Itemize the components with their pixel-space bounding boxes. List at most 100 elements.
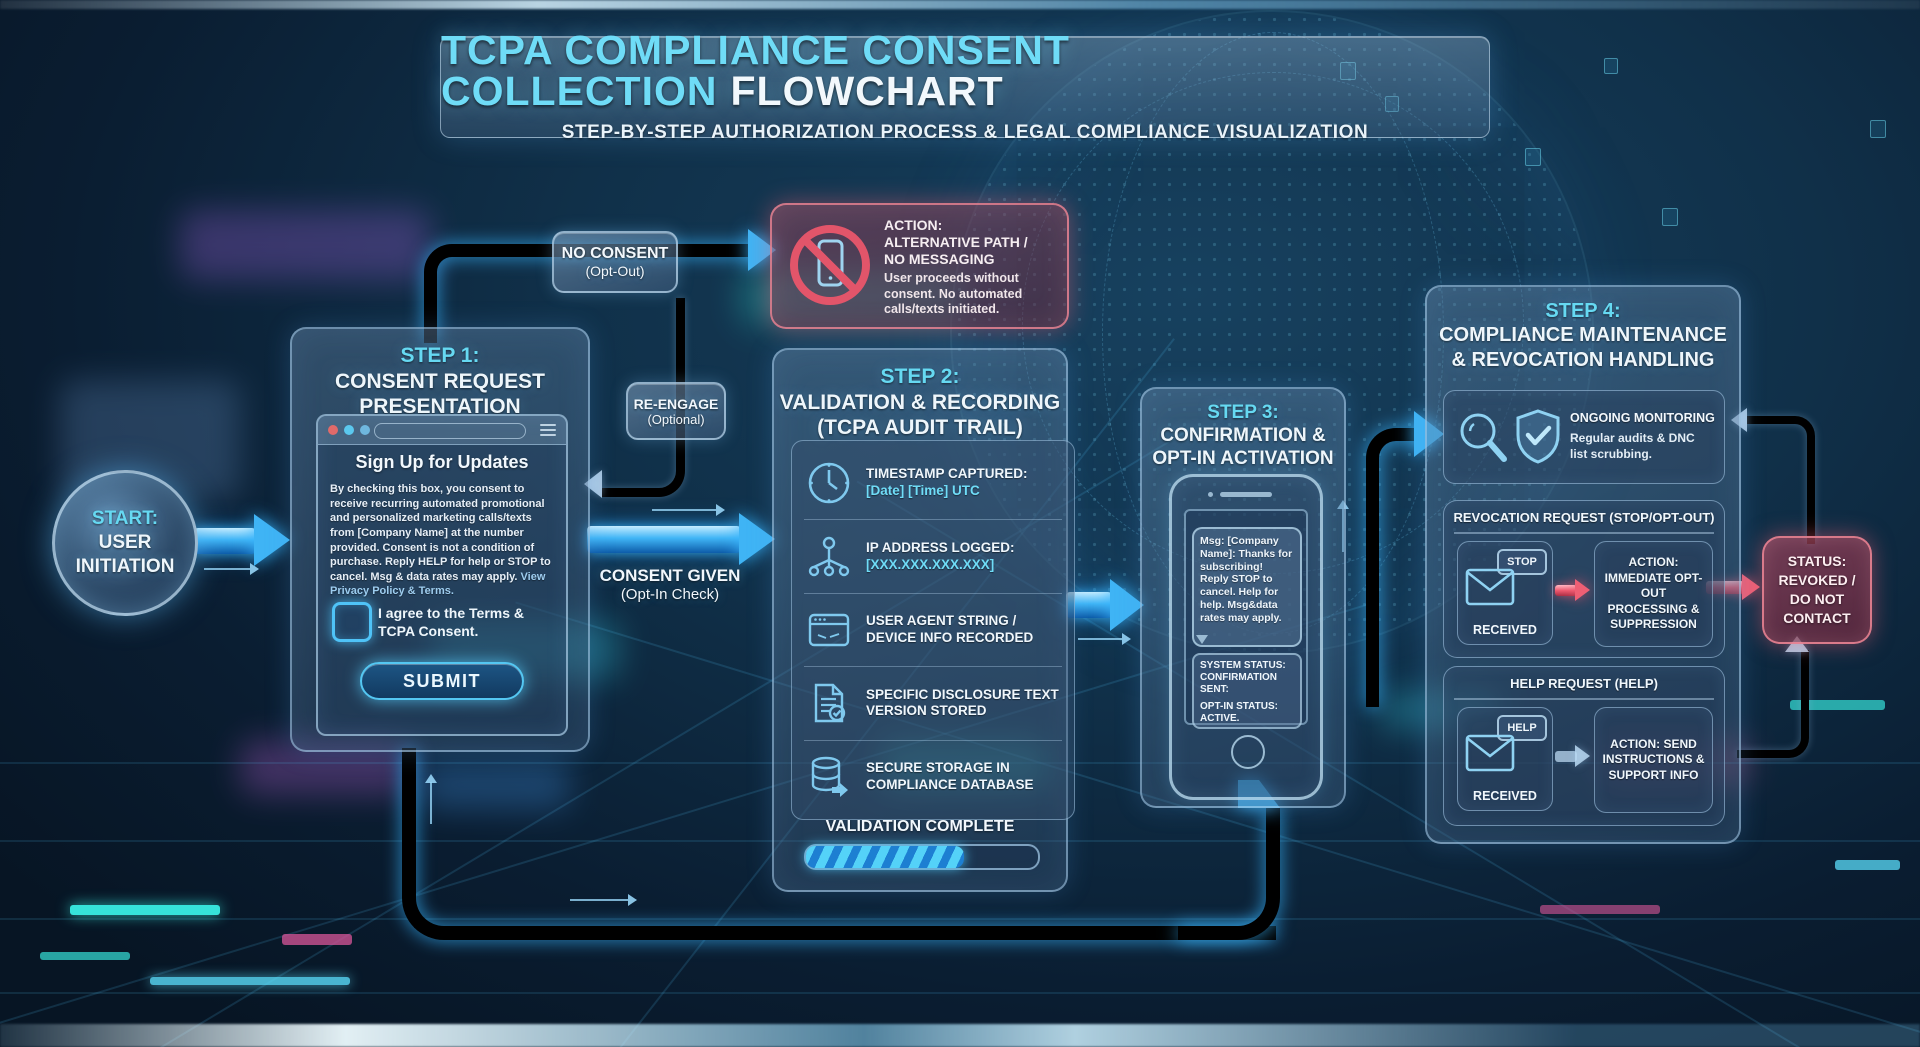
step2-title-line1: STEP 2: [880,365,960,388]
document-check-icon [804,680,854,726]
arrowhead-consent-given [739,513,775,565]
optout-action-text: ACTION: IMMEDIATE OPT-OUT PROCESSING & S… [1604,555,1703,632]
shield-check-icon [1514,408,1562,469]
step3-title-line3: OPT-IN ACTIVATION [1152,448,1334,470]
menu-icon[interactable] [540,424,556,439]
audit-trail-panel: TIMESTAMP CAPTURED:[Date] [Time] UTC IP … [791,440,1075,820]
audit-label-text: TIMESTAMP CAPTURED: [866,466,1028,482]
mini-arrow-line [570,899,628,901]
disclosure-body: By checking this box, you consent to rec… [330,483,551,583]
no-consent-line1: NO CONSENT [561,245,669,262]
status-line2: REVOKED / [1778,572,1856,589]
audit-value-text: [XXX.XXX.XXX.XXX] [866,556,995,572]
step4-title-line2: COMPLIANCE MAINTENANCE [1439,324,1727,347]
status-revoked-box: STATUS: REVOKED / DO NOT CONTACT [1762,536,1872,644]
audit-row-ip: IP ADDRESS LOGGED:[XXX.XXX.XXX.XXX] [804,520,1062,594]
decor-bar [40,952,130,960]
step1-card: STEP 1: CONSENT REQUEST PRESENTATION Sig… [290,327,590,752]
mini-arrow-line [430,782,432,824]
no-consent-action-title: ACTION: ALTERNATIVE PATH / NO MESSAGING [884,217,1056,268]
arrowhead-step2-to-step3 [1110,579,1144,631]
validation-complete-label: VALIDATION COMPLETE [825,818,1015,835]
browser-window-icon [804,607,854,653]
no-consent-action-body: User proceeds without consent. No automa… [884,271,1023,317]
no-consent-badge: NO CONSENT (Opt-Out) [552,231,678,293]
tcpa-consent-checkbox[interactable] [332,602,372,642]
mini-arrowhead [425,774,437,783]
decor-node [1525,148,1541,166]
help-action-text: ACTION: SEND INSTRUCTIONS & SUPPORT INFO [1602,736,1705,782]
step3-title-line2: CONFIRMATION & [1160,425,1326,447]
revocation-section: REVOCATION REQUEST (STOP/OPT-OUT) STOP R… [1443,500,1725,658]
audit-label: SECURE STORAGE IN COMPLIANCE DATABASE [866,759,1034,792]
bottom-light-strip [0,1024,1920,1047]
start-line2: USER [98,532,152,554]
arrow-start-to-step1 [194,528,256,554]
sys-status-line2: CONFIRMATION SENT: [1200,671,1278,695]
no-consent-line2: (Opt-Out) [585,263,645,279]
checkbox-label: I agree to the Terms & TCPA Consent. [378,605,525,640]
url-bar[interactable] [374,423,526,439]
submit-button[interactable]: SUBMIT [360,662,524,700]
help-received-label: RECEIVED [1473,789,1537,803]
decor-bar [150,977,350,985]
monitoring-title: ONGOING MONITORING [1570,411,1715,425]
section-divider [1454,698,1714,700]
step2-title: STEP 2: VALIDATION & RECORDING (TCPA AUD… [774,364,1066,441]
action-title-line1: ACTION: [884,217,943,233]
magnifier-icon [1454,407,1512,472]
mini-arrowhead [716,504,725,516]
arrowhead-bottom-loop-into-step3 [1238,780,1280,808]
audit-label: TIMESTAMP CAPTURED:[Date] [Time] UTC [866,466,1028,500]
phone-camera [1208,492,1213,497]
envelope-icon [1465,568,1515,611]
optin-status-line2: ACTIVE. [1200,713,1240,725]
status-line3: DO NOT [1789,591,1845,607]
action-title-line2: ALTERNATIVE PATH / [884,234,1028,251]
mini-arrowhead [1337,500,1349,509]
decor-node [1662,208,1678,226]
arrow-step2-to-step3 [1066,592,1112,618]
re-engage-line1: RE-ENGAGE [633,395,719,412]
section-divider [1454,532,1714,534]
globe-graphic [950,10,1594,654]
grid-line [0,992,1920,994]
mini-arrow-line [1342,508,1344,552]
window-dot-blue2 [360,425,370,435]
privacy-terms-link[interactable]: View Privacy Policy & Terms. [330,570,546,598]
optout-action-box: ACTION: IMMEDIATE OPT-OUT PROCESSING & S… [1594,541,1713,647]
audit-label-text: IP ADDRESS LOGGED: [866,539,1015,555]
arrow-help-to-action [1555,751,1577,762]
pipe-bottom-loop-corner [1178,808,1280,940]
decor-node [1870,120,1886,138]
tcpa-disclosure-text: By checking this box, you consent to rec… [330,482,554,599]
step3-title-line1: STEP 3: [1207,402,1279,423]
decor-blob [1600,740,1750,785]
audit-row-timestamp: TIMESTAMP CAPTURED:[Date] [Time] UTC [804,447,1062,521]
grid-line [0,840,1920,842]
page-title-rest: FLOWCHART [730,68,1004,114]
globe-ring [1102,32,1444,634]
help-header: HELP REQUEST (HELP) [1510,676,1658,691]
arrowhead-optout-to-status [1742,574,1760,600]
signup-form-window: Sign Up for Updates By checking this box… [316,414,568,736]
help-action-box: ACTION: SEND INSTRUCTIONS & SUPPORT INFO [1594,707,1713,813]
audit-label: SPECIFIC DISCLOSURE TEXT VERSION STORED [866,686,1059,719]
decor-bar [70,905,220,915]
top-light-strip [0,0,1920,9]
ongoing-monitoring-box: ONGOING MONITORING Regular audits & DNC … [1443,390,1725,484]
pipe-status-top-loop [1747,416,1815,544]
mini-arrow-line [1078,638,1122,640]
revocation-received-label: RECEIVED [1473,623,1537,637]
decor-blob [420,760,570,810]
step1-title: STEP 1: CONSENT REQUEST PRESENTATION [292,343,588,420]
audit-label: USER AGENT STRING / DEVICE INFO RECORDED [866,613,1034,646]
decor-bar [1835,860,1900,870]
re-engage-badge: RE-ENGAGE (Optional) [626,382,726,440]
browser-titlebar [318,416,566,445]
mini-arrowhead [250,563,259,575]
phone-home-button[interactable] [1231,735,1265,769]
audit-row-storage: SECURE STORAGE IN COMPLIANCE DATABASE [804,741,1062,813]
